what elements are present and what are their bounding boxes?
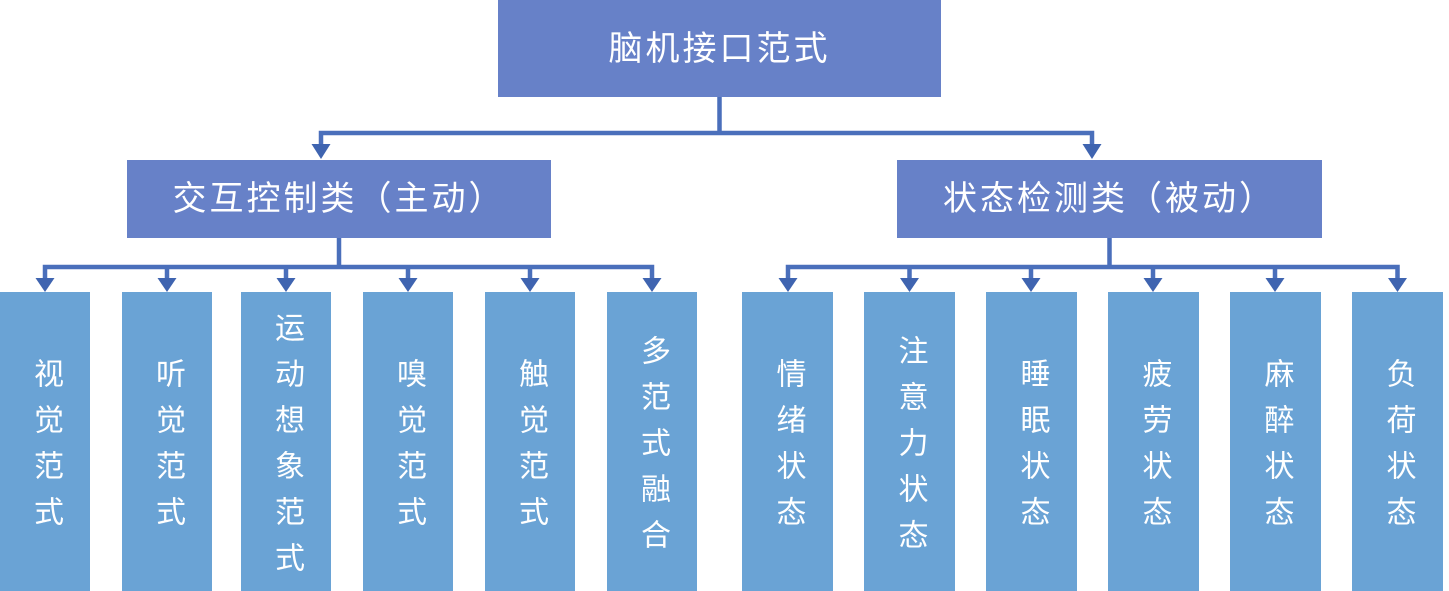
leaf-olfactory-paradigm: 嗅觉范式: [363, 292, 453, 591]
leaf-label: 嗅觉范式: [391, 357, 426, 542]
branch-label: 状态检测类（被动）: [943, 179, 1276, 219]
leaf-label: 疲劳状态: [1136, 357, 1172, 542]
leaf-label: 多范式融合: [635, 334, 670, 565]
node-state-detection-passive: 状态检测类（被动）: [897, 160, 1322, 238]
leaf-label: 负荷状态: [1380, 357, 1416, 542]
down-arrowhead-icon: [642, 278, 662, 292]
leaf-label: 睡眠状态: [1014, 357, 1050, 542]
down-arrowhead-icon: [900, 278, 919, 292]
down-arrowhead-icon: [1082, 144, 1102, 159]
leaf-motor-imagery-paradigm: 运动想象范式: [241, 292, 331, 591]
leaf-fatigue-state: 疲劳状态: [1108, 292, 1199, 591]
leaf-label: 听觉范式: [150, 357, 185, 542]
leaf-label: 运动想象范式: [269, 311, 304, 588]
down-arrowhead-icon: [398, 278, 418, 292]
leaf-emotion-state: 情绪状态: [742, 292, 833, 591]
leaf-multi-paradigm-fusion: 多范式融合: [607, 292, 697, 591]
down-arrowhead-icon: [276, 278, 296, 292]
down-arrowhead-icon: [157, 278, 177, 292]
connector-right-branch-to-leaves: [778, 238, 1407, 292]
leaf-label: 麻醉状态: [1258, 357, 1294, 542]
leaf-tactile-paradigm: 触觉范式: [485, 292, 575, 591]
leaf-label: 视觉范式: [28, 357, 63, 542]
down-arrowhead-icon: [35, 278, 55, 292]
down-arrowhead-icon: [1143, 278, 1163, 292]
branch-label: 交互控制类（主动）: [172, 179, 506, 219]
node-root-label: 脑机接口范式: [608, 28, 831, 69]
leaf-load-state: 负荷状态: [1352, 292, 1443, 591]
down-arrowhead-icon: [311, 144, 331, 159]
leaf-label: 情绪状态: [770, 357, 806, 542]
down-arrowhead-icon: [778, 278, 798, 292]
node-root: 脑机接口范式: [498, 0, 941, 97]
down-arrowhead-icon: [1388, 278, 1407, 292]
connector-root-to-branches: [311, 95, 1102, 159]
leaf-visual-paradigm: 视觉范式: [0, 292, 90, 591]
node-interactive-control-active: 交互控制类（主动）: [127, 160, 551, 238]
down-arrowhead-icon: [520, 278, 540, 292]
leaf-auditory-paradigm: 听觉范式: [122, 292, 212, 591]
leaf-sleep-state: 睡眠状态: [986, 292, 1077, 591]
connector-left-branch-to-leaves: [35, 238, 662, 292]
leaf-label: 触觉范式: [513, 357, 548, 542]
leaf-attention-state: 注意力状态: [864, 292, 955, 591]
down-arrowhead-icon: [1021, 278, 1041, 292]
leaf-label: 注意力状态: [892, 334, 928, 565]
down-arrowhead-icon: [1265, 278, 1285, 292]
leaf-anesthesia-state: 麻醉状态: [1230, 292, 1321, 591]
